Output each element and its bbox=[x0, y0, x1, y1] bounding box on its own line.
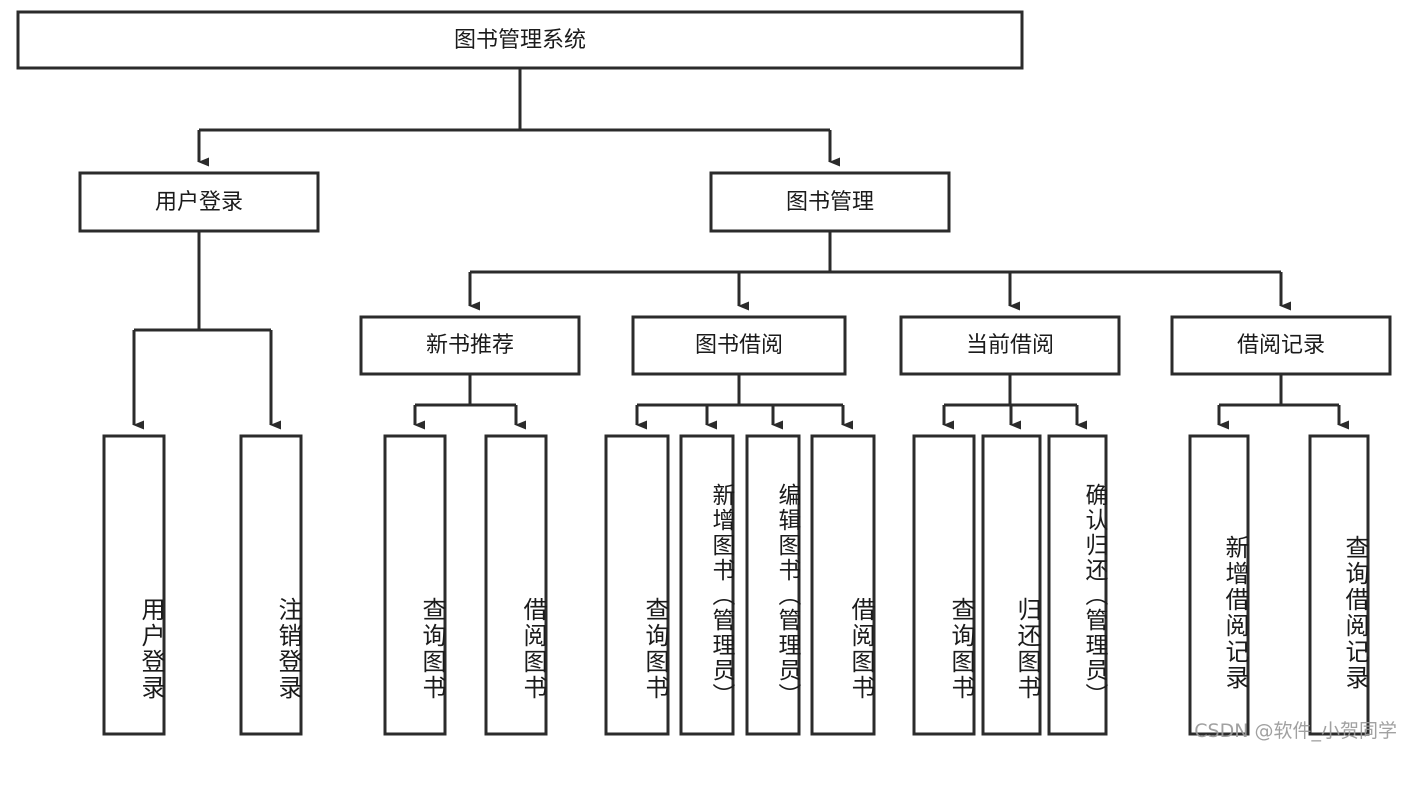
connector-layer bbox=[132, 68, 1349, 430]
node-root[interactable]: 图书管理系统 bbox=[16, 10, 1024, 70]
leaf-box-query-borrow-record[interactable] bbox=[1308, 434, 1370, 736]
node-user-login-box[interactable] bbox=[78, 171, 320, 233]
node-new-book-recommend[interactable]: 新书推荐 bbox=[359, 315, 581, 376]
node-new-book-recommend-label: 新书推荐 bbox=[426, 333, 514, 358]
node-book-management-box[interactable] bbox=[709, 171, 951, 233]
node-book-management-label: 图书管理 bbox=[786, 190, 874, 215]
node-book-borrow[interactable]: 图书借阅 bbox=[631, 315, 847, 376]
leaf-box-query-book-1[interactable] bbox=[383, 434, 447, 736]
leaf-box-borrow-book-2[interactable] bbox=[810, 434, 876, 736]
node-borrow-record-box[interactable] bbox=[1170, 315, 1392, 376]
leaf-box-return-book[interactable] bbox=[981, 434, 1042, 736]
node-borrow-record-label: 借阅记录 bbox=[1237, 333, 1325, 358]
leaf-box-user-login[interactable] bbox=[102, 434, 166, 736]
leaf-box-layer bbox=[102, 434, 1370, 736]
node-user-login-label: 用户登录 bbox=[155, 190, 243, 215]
node-current-borrow[interactable]: 当前借阅 bbox=[899, 315, 1121, 376]
node-root-box[interactable] bbox=[16, 10, 1024, 70]
node-root-label: 图书管理系统 bbox=[454, 28, 586, 53]
csdn-watermark: CSDN @软件_小贺同学 bbox=[1194, 720, 1397, 742]
node-current-borrow-label: 当前借阅 bbox=[966, 333, 1054, 358]
node-borrow-record[interactable]: 借阅记录 bbox=[1170, 315, 1392, 376]
leaf-box-edit-book-admin[interactable] bbox=[745, 434, 801, 736]
node-new-book-recommend-box[interactable] bbox=[359, 315, 581, 376]
leaf-box-confirm-return-admin[interactable] bbox=[1047, 434, 1108, 736]
node-current-borrow-box[interactable] bbox=[899, 315, 1121, 376]
leaf-box-query-book-2[interactable] bbox=[604, 434, 670, 736]
leaf-box-borrow-book-1[interactable] bbox=[484, 434, 548, 736]
book-management-system-diagram: 图书管理系统 用户登录 图书管理 新书推荐 图书借阅 当前借阅 借阅记录 bbox=[16, 10, 1397, 742]
node-book-management[interactable]: 图书管理 bbox=[709, 171, 951, 233]
leaf-box-add-book-admin[interactable] bbox=[679, 434, 735, 736]
leaf-box-logout[interactable] bbox=[239, 434, 303, 736]
node-book-borrow-label: 图书借阅 bbox=[695, 333, 783, 358]
leaf-box-query-book-3[interactable] bbox=[912, 434, 976, 736]
leaf-box-add-borrow-record[interactable] bbox=[1188, 434, 1250, 736]
flow-chart-canvas: 图书管理系统 用户登录 图书管理 新书推荐 图书借阅 当前借阅 借阅记录 bbox=[16, 10, 1392, 736]
node-user-login[interactable]: 用户登录 bbox=[78, 171, 320, 233]
node-book-borrow-box[interactable] bbox=[631, 315, 847, 376]
